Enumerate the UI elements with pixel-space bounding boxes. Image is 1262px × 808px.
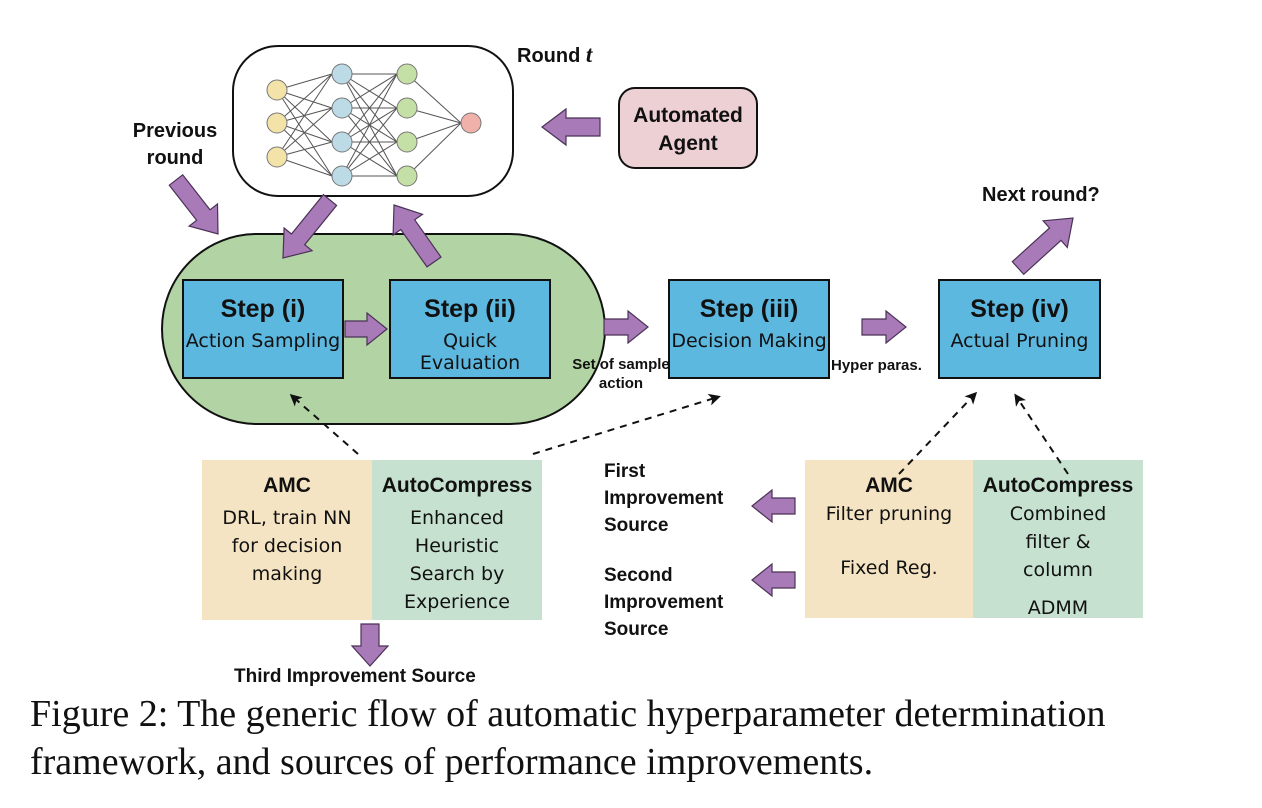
round-label: Round t [517,42,592,68]
step-i-to-step-ii-arrow [344,311,388,347]
right-autocompress-text-2: ADMM [1027,597,1089,619]
previous-round-label: Previous round [132,120,218,169]
nn-node [331,131,353,153]
right-amc-panel-bg [805,460,973,618]
right-autocompress-title: AutoCompress [982,474,1134,497]
right-autocompress-panel-bg [973,460,1143,618]
next-round-label: Next round? [982,184,1100,206]
dashed-arrow-amc-to-step-i [289,394,359,455]
step-iii-title: Step (iii) [699,295,799,323]
step-iv-title: Step (iv) [970,295,1069,323]
step-iii-to-step-iv-arrow [861,309,907,345]
first-improvement-label: First Improvement Source [604,461,724,536]
nn-edge [341,107,398,177]
third-improvement-arrow [350,623,390,667]
third-improvement-label: Third Improvement Source [234,666,476,687]
step-i-title: Step (i) [220,295,306,323]
nn-node [396,97,418,119]
left-autocompress-panel: AutoCompress Enhanced Heuristic Search b… [372,460,542,620]
dashed-arrow-autocompress-to-step-iv [1014,393,1069,475]
nn-node [396,131,418,153]
nn-edge [406,73,462,124]
step-i-subtitle: Action Sampling [185,330,341,352]
left-autocompress-text: Enhanced Heuristic Search by Experience [404,507,510,613]
step-ii-title: Step (ii) [424,295,516,323]
nn-edge [276,73,333,124]
next-round-arrow [1011,217,1074,276]
step-ii-subtitle: Quick Evaluation [419,330,521,374]
hyper-paras-label: Hyper paras. [831,357,922,374]
right-amc-panel: AMC Filter pruning Fixed Reg. [805,460,973,618]
nn-edge [341,141,398,177]
step-ii-to-step-iii-arrow [603,309,649,345]
nn-node [266,146,288,168]
automated-agent-label: Automated Agent [633,104,743,155]
dashed-arrows [289,391,1069,475]
agent-to-network-arrow [541,107,601,147]
previous-round-arrow [168,173,219,235]
nn-node [331,165,353,187]
nn-node [266,79,288,101]
nn-node [266,112,288,134]
nn-node [460,112,482,134]
right-autocompress-text-1: Combined filter & column [1009,503,1107,581]
dashed-arrow-autocompress-to-step-iii [532,393,721,455]
right-amc-title: AMC [865,474,913,497]
nn-node [331,97,353,119]
step-ii-to-network-arrow [392,204,442,268]
nn-nodes [266,63,482,187]
nn-node [396,165,418,187]
nn-edge [341,73,398,177]
left-autocompress-title: AutoCompress [381,474,533,497]
figure-caption: Figure 2: The generic flow of automatic … [30,693,1106,783]
step-iv-subtitle: Actual Pruning [950,330,1089,352]
left-amc-panel-bg [202,460,372,620]
nn-edge [406,122,462,177]
dashed-arrow-amc-to-step-iv [898,391,978,475]
left-amc-panel: AMC DRL, train NN for decision making [202,460,372,620]
left-amc-text: DRL, train NN for decision making [222,507,352,585]
nn-edge [341,73,398,109]
left-autocompress-panel-bg [372,460,542,620]
right-autocompress-panel: AutoCompress Combined filter & column AD… [973,460,1143,619]
step-iv-box: Step (iv) Actual Pruning [938,279,1101,379]
first-improvement-arrow [751,488,796,524]
second-improvement-arrow [751,562,796,598]
nn-node [331,63,353,85]
right-amc-text-2: Fixed Reg. [840,557,938,579]
step-i-box: Step (i) Action Sampling [182,279,344,379]
left-amc-title: AMC [263,474,311,497]
flow-arrows [168,107,1074,667]
nn-edge [276,107,333,158]
nn-edge [341,73,398,143]
round-variable: t [585,42,593,67]
network-to-step-i-arrow [282,193,338,259]
neural-network-container [232,45,514,197]
set-of-sample-action-label: Set of sample action [572,356,670,392]
nn-node [396,63,418,85]
second-improvement-label: Second Improvement Source [604,565,724,640]
right-amc-text-1: Filter pruning [825,503,953,525]
round-label-text: Round t [517,42,593,67]
automated-agent-box [618,87,758,169]
nn-edge [276,73,333,158]
step-ii-box: Step (ii) Quick Evaluation [389,279,551,379]
step-iii-box: Step (iii) Decision Making [668,279,830,379]
step-iii-subtitle: Decision Making [671,330,827,352]
